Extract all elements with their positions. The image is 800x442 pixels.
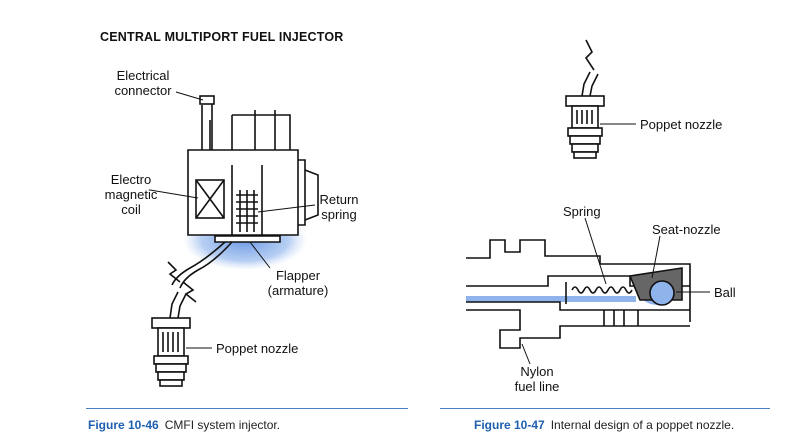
caption-rule-right <box>440 408 770 409</box>
label-line: coil <box>121 202 141 217</box>
caption-figure-10-46: Figure 10-46 CMFI system injector. <box>88 418 280 432</box>
poppet-nozzle-small <box>565 39 605 159</box>
label-line: spring <box>321 207 357 222</box>
label-line: (armature) <box>267 283 329 298</box>
label-poppet-nozzle-right: Poppet nozzle <box>640 117 723 132</box>
label-seat-nozzle: Seat-nozzle <box>652 222 721 237</box>
caption-text: CMFI system injector. <box>164 418 281 432</box>
caption-number: Figure 10-46 <box>88 418 159 432</box>
page-title: CENTRAL MULTIPORT FUEL INJECTOR <box>100 30 344 44</box>
poppet-nozzle-cross-section <box>466 217 710 365</box>
label-line: Nylon <box>520 364 554 379</box>
label-line: Electrical <box>116 68 170 83</box>
caption-number: Figure 10-47 <box>474 418 545 432</box>
label-line: fuel line <box>514 379 560 394</box>
caption-rule-left <box>86 408 408 409</box>
caption-text: Internal design of a poppet nozzle. <box>550 418 735 432</box>
label-line: magnetic <box>104 187 158 202</box>
label-flapper: Flapper (armature) <box>258 268 338 298</box>
label-spring: Spring <box>563 204 601 219</box>
label-line: Flapper <box>275 268 321 283</box>
label-electromagnetic-coil: Electro magnetic coil <box>100 172 162 217</box>
caption-figure-10-47: Figure 10-47 Internal design of a poppet … <box>474 418 734 432</box>
label-poppet-nozzle-left: Poppet nozzle <box>216 341 299 356</box>
label-ball: Ball <box>714 285 736 300</box>
label-electrical-connector: Electrical connector <box>102 68 184 98</box>
label-line: connector <box>114 83 172 98</box>
label-nylon-fuel-line: Nylon fuel line <box>506 364 568 394</box>
label-return-spring: Return spring <box>310 192 368 222</box>
label-line: Electro <box>110 172 152 187</box>
injector-body <box>151 95 319 387</box>
label-line: Return <box>319 192 359 207</box>
left-leader-lines <box>149 91 316 349</box>
